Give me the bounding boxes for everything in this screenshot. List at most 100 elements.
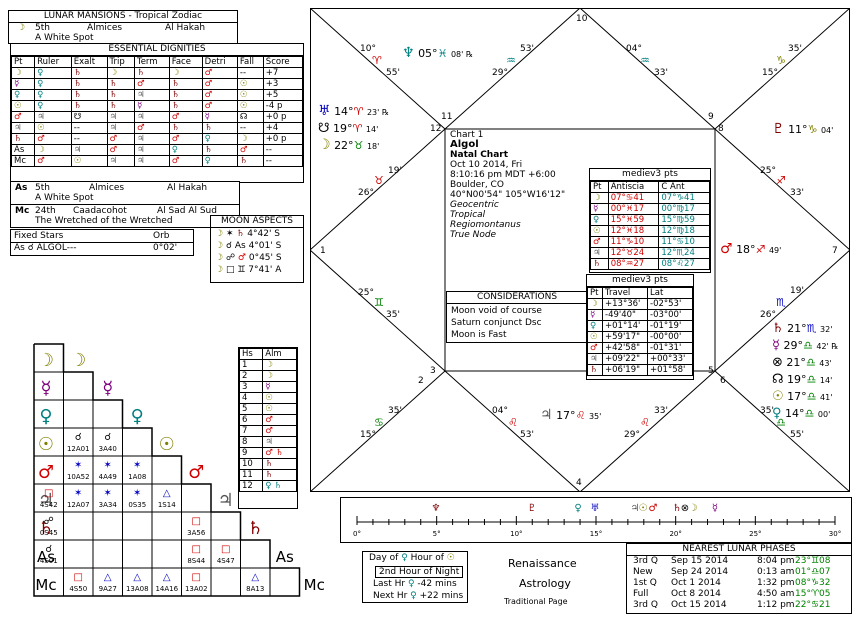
lunar-phase-cell-3: 01°♎07 (795, 567, 831, 577)
house-10: 10 (576, 14, 588, 24)
svg-text:♆: ♆ (432, 503, 441, 514)
hour-of-label: Hour of (410, 553, 444, 563)
sun-deg: 17° (787, 390, 807, 403)
anti-table-cell-2: 08°♌27 (658, 258, 710, 270)
house-4: 4 (576, 478, 582, 488)
aspect-orb: 4S01 (40, 557, 58, 565)
trav-table-cell-1: +09'22" (602, 353, 648, 365)
aspect-symbol: ✶ (74, 460, 82, 471)
moon-aspect-val: 4°42' S (247, 229, 281, 239)
asc-mansion-sub: A White Spot (35, 193, 94, 203)
anti-table-header-1: Antiscia (607, 181, 660, 193)
cusp-9-min: 35' (788, 44, 802, 54)
trav-table-cell-1: +01°14' (602, 320, 648, 332)
aspect-orb: 8S44 (187, 557, 205, 565)
house-6: 6 (720, 376, 726, 386)
aspectarian-label-diag: ♄ (247, 518, 263, 539)
jupiter-sign: ♌ (575, 409, 586, 422)
fixed-stars-header: Fixed Stars (14, 231, 64, 241)
cusp-1-deg: 26° (358, 188, 374, 198)
planet-jupiter[interactable]: ♃ 17°♌ 35' (540, 408, 601, 424)
jupiter-deg: 17° (556, 409, 576, 422)
neptune-icon: ♆ (402, 45, 415, 61)
list-item: ☽ ✶ ♄ 4°42' S (215, 229, 280, 239)
moon-aspect-val: 0°45' S (248, 253, 282, 263)
lunar-mansions-title: LUNAR MANSIONS - Tropical Zodiac (9, 11, 237, 23)
scale-tick-label: 0° (353, 530, 361, 538)
lm-name: Almices (87, 23, 123, 33)
libra-stack: ♄ 21°♏ 32' ☿ 29°♎ 42' ℞ ⊗ 21°♎ 43' ☊ 19°… (772, 322, 838, 422)
anti-table-cell-0: ♃ (590, 247, 609, 259)
trav-table-cell-0: ♂ (586, 342, 604, 354)
moon-aspect-asp: □ (225, 265, 238, 275)
dignity-face: ♂ (168, 155, 203, 167)
lunar-phase-cell-1: Sep 24 2014 (671, 567, 729, 577)
cusp-9-deg: 15° (762, 68, 778, 78)
day-of-label: Day of (369, 553, 399, 563)
trav-table-cell-2: -02°53' (647, 298, 693, 310)
trav-table-cell-2: +00°33' (647, 353, 693, 365)
aspect-orb: 4S47 (217, 557, 235, 565)
planet-pluto[interactable]: ♇ 11°♑ 04' (772, 122, 833, 138)
cusp-1-min: 19' (388, 166, 402, 176)
table-row: ☽♀♄☽♄☽♂--+7 (10, 67, 304, 79)
anti-table-cell-2: 12°♍18 (658, 225, 710, 237)
planet-mars[interactable]: ♂ 18°♐ 49' (720, 242, 781, 258)
planet-sun[interactable]: ☉ 17°♎ 41' (772, 390, 838, 405)
south-node-deg: 19° (333, 122, 353, 135)
uranus-icon: ♅ (318, 103, 331, 119)
uranus-sign: ♈ (353, 105, 364, 118)
table-row: 1☽ (238, 359, 297, 371)
cusp-11-sign: ♒ (506, 54, 516, 67)
trav-table-cell-2: -01°19' (647, 320, 693, 332)
planet-mercury[interactable]: ☿ 29°♎ 42' ℞ (772, 339, 838, 354)
lunar-phase-cell-0: 3rd Q (633, 556, 658, 566)
chart-info: Chart 1 Algol Natal Chart Oct 10 2014, F… (450, 130, 590, 240)
planet-uranus[interactable]: ♅ 14°♈ 23' ℞ (318, 104, 389, 120)
moon-glyph: ☽ (17, 23, 26, 33)
brand-line-1: Renaissance (508, 557, 577, 570)
anti-table-header-2: C Ant (658, 181, 710, 193)
planet-south-node[interactable]: ☋ 19°♈ 14' (318, 122, 378, 137)
planet-moon[interactable]: ☽ 22°♉ 18' (318, 138, 379, 154)
aspectarian-label-diag: ☿ (102, 378, 113, 399)
anti-table-cell-1: 12°♓18 (607, 225, 660, 237)
chart-house-system: Regiomontanus (450, 220, 521, 230)
aspect-cell (151, 539, 182, 569)
aspect-symbol: □ (221, 544, 230, 555)
cusp-12-sign: ♈ (372, 54, 382, 67)
part-of-fortune[interactable]: ⊗ 21°♎ 43' (772, 356, 838, 371)
aspect-orb: 1A08 (128, 473, 146, 481)
planet-north-node[interactable]: ☊ 19°♎ 14' (772, 373, 838, 388)
cusp-5-min: 33' (654, 406, 668, 416)
venus-sign: ♎ (804, 407, 815, 420)
moon-sign: ♉ (353, 139, 364, 152)
planet-neptune[interactable]: ♆ 05°♓ 08' ℞ (402, 46, 473, 62)
table-row: ♄+06'19"+01°58' (586, 364, 693, 376)
jupiter-min: 35' (588, 412, 602, 421)
cusp-3-min: 35' (388, 406, 402, 416)
aspectarian-frame (33, 343, 301, 597)
table-row: ☿♀♄♄♂♄♂☉+3 (10, 78, 304, 90)
table-row: As☽♃♂♃♀♄♂-- (10, 144, 304, 156)
aspect-cell (151, 511, 182, 541)
fortune-deg: 21° (786, 356, 806, 369)
cusp-7-min: 19' (790, 286, 804, 296)
asc-mansion-arabic: Al Hakah (167, 183, 208, 193)
planet-saturn[interactable]: ♄ 21°♏ 32' (772, 322, 838, 337)
moon-aspect-b: As (234, 241, 249, 251)
aspect-symbol: ✶ (133, 460, 141, 471)
aspect-symbol: ✶ (104, 460, 112, 471)
aspect-orb: 3A40 (99, 445, 117, 453)
aspectarian-label-diag: ♀ (131, 406, 144, 427)
uranus-min: 23' ℞ (366, 108, 390, 117)
dignity-detri: ♀ (201, 155, 238, 167)
lunar-phase-cell-1: Oct 15 2014 (671, 600, 727, 610)
planet-venus[interactable]: ♀ 14°♎ 00' (772, 407, 838, 422)
